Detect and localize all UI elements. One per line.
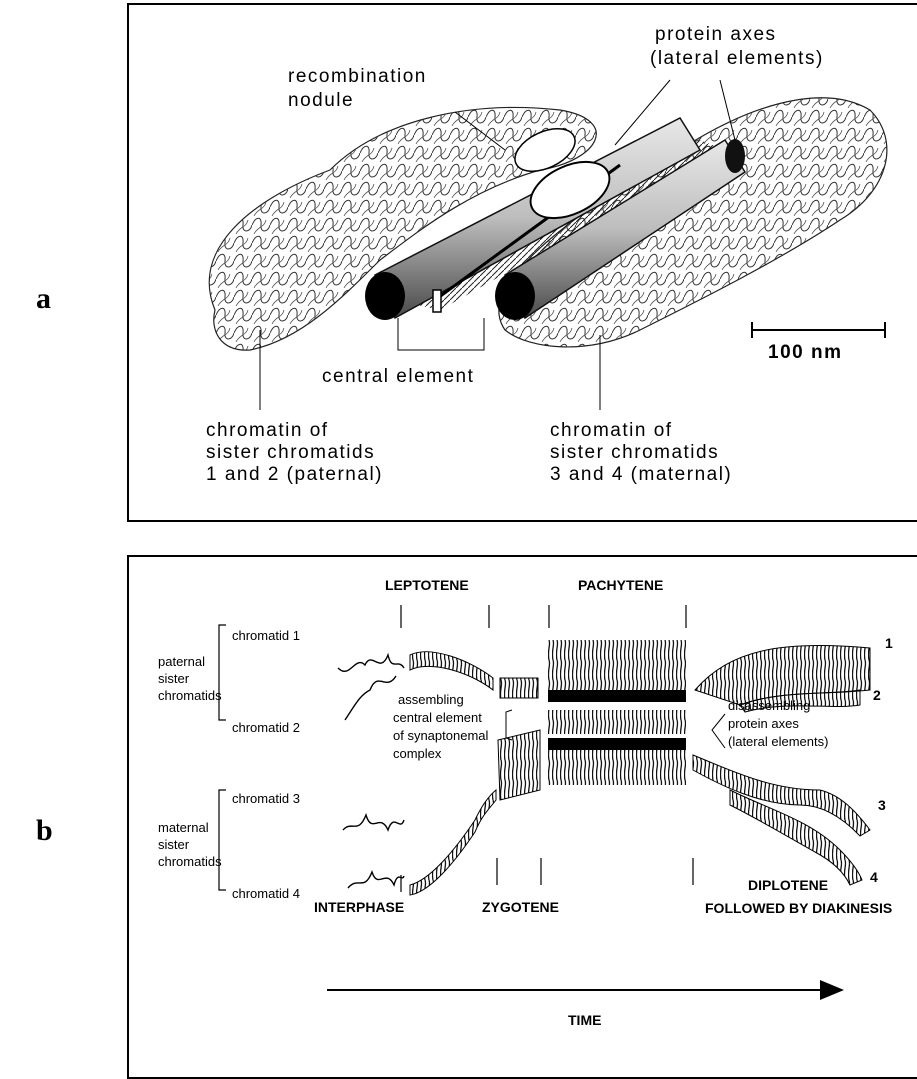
pachytene-upper-chromatin: [548, 640, 686, 690]
chromatid-1-label: chromatid 1: [232, 628, 300, 643]
disassembling-label-1: disassembling: [728, 698, 810, 713]
central-element-bracket: [398, 318, 484, 350]
assembling-label-3: of synaptonemal: [393, 728, 489, 743]
pachytene-label: PACHYTENE: [578, 577, 663, 593]
assembling-label-1: assembling: [398, 692, 464, 707]
paternal-label-3: 1 and 2 (paternal): [206, 464, 383, 485]
assembling-pointer: [506, 710, 512, 740]
recombination-label-1: recombination: [288, 66, 427, 87]
pachytene-central-element: [548, 710, 686, 734]
diplotene-label-2: FOLLOWED BY DIAKINESIS: [705, 900, 892, 916]
paternal-label-2: sister chromatids: [206, 442, 375, 463]
paternal-label-1: chromatin of: [206, 420, 329, 441]
number-1: 1: [885, 635, 893, 651]
scale-bar-label: 100 nm: [768, 342, 842, 363]
disassembling-label-3: (lateral elements): [728, 734, 828, 749]
zygotene-upper: [500, 678, 538, 698]
maternal-label-3: 3 and 4 (maternal): [550, 464, 732, 485]
paternal-group-label-2: sister: [158, 671, 190, 686]
pachytene-upper-axis: [548, 690, 686, 702]
assembling-label-4: complex: [393, 746, 442, 761]
chromatid-4-label: chromatid 4: [232, 886, 300, 901]
maternal-group-label-3: chromatids: [158, 854, 222, 869]
disassembling-label-2: protein axes: [728, 716, 799, 731]
interphase-chromatin: [338, 655, 404, 888]
paternal-group-label-3: chromatids: [158, 688, 222, 703]
protein-axes-label-1: protein axes: [655, 24, 777, 45]
diplotene-label-1: DIPLOTENE: [748, 877, 828, 893]
interphase-label: INTERPHASE: [314, 899, 404, 915]
maternal-label-1: chromatin of: [550, 420, 673, 441]
leptotene-paternal: [410, 652, 493, 690]
leptotene-maternal: [410, 790, 496, 895]
maternal-group-label-2: sister: [158, 837, 190, 852]
time-label: TIME: [568, 1012, 601, 1028]
assembling-label-2: central element: [393, 710, 482, 725]
central-element-end: [433, 290, 441, 312]
maternal-group-label-1: maternal: [158, 820, 209, 835]
chromatid-3-label: chromatid 3: [232, 791, 300, 806]
maternal-label-2: sister chromatids: [550, 442, 719, 463]
number-4: 4: [870, 869, 878, 885]
protein-axes-label-2: (lateral elements): [650, 48, 824, 69]
zygotene-label: ZYGOTENE: [482, 899, 559, 915]
recombination-label-2: nodule: [288, 90, 354, 111]
leptotene-label: LEPTOTENE: [385, 577, 469, 593]
paternal-group-label-1: paternal: [158, 654, 205, 669]
disassembling-pointer: [712, 714, 725, 748]
scale-bar: [752, 322, 885, 338]
chromatid-2-label: chromatid 2: [232, 720, 300, 735]
number-2: 2: [873, 687, 881, 703]
zygotene-lower: [498, 730, 540, 800]
pachytene-lower-chromatin: [548, 750, 686, 785]
maternal-bracket: [219, 790, 226, 890]
pachytene-lower-axis: [548, 738, 686, 750]
paternal-bracket: [219, 625, 226, 720]
central-element-label: central element: [322, 366, 474, 387]
number-3: 3: [878, 797, 886, 813]
